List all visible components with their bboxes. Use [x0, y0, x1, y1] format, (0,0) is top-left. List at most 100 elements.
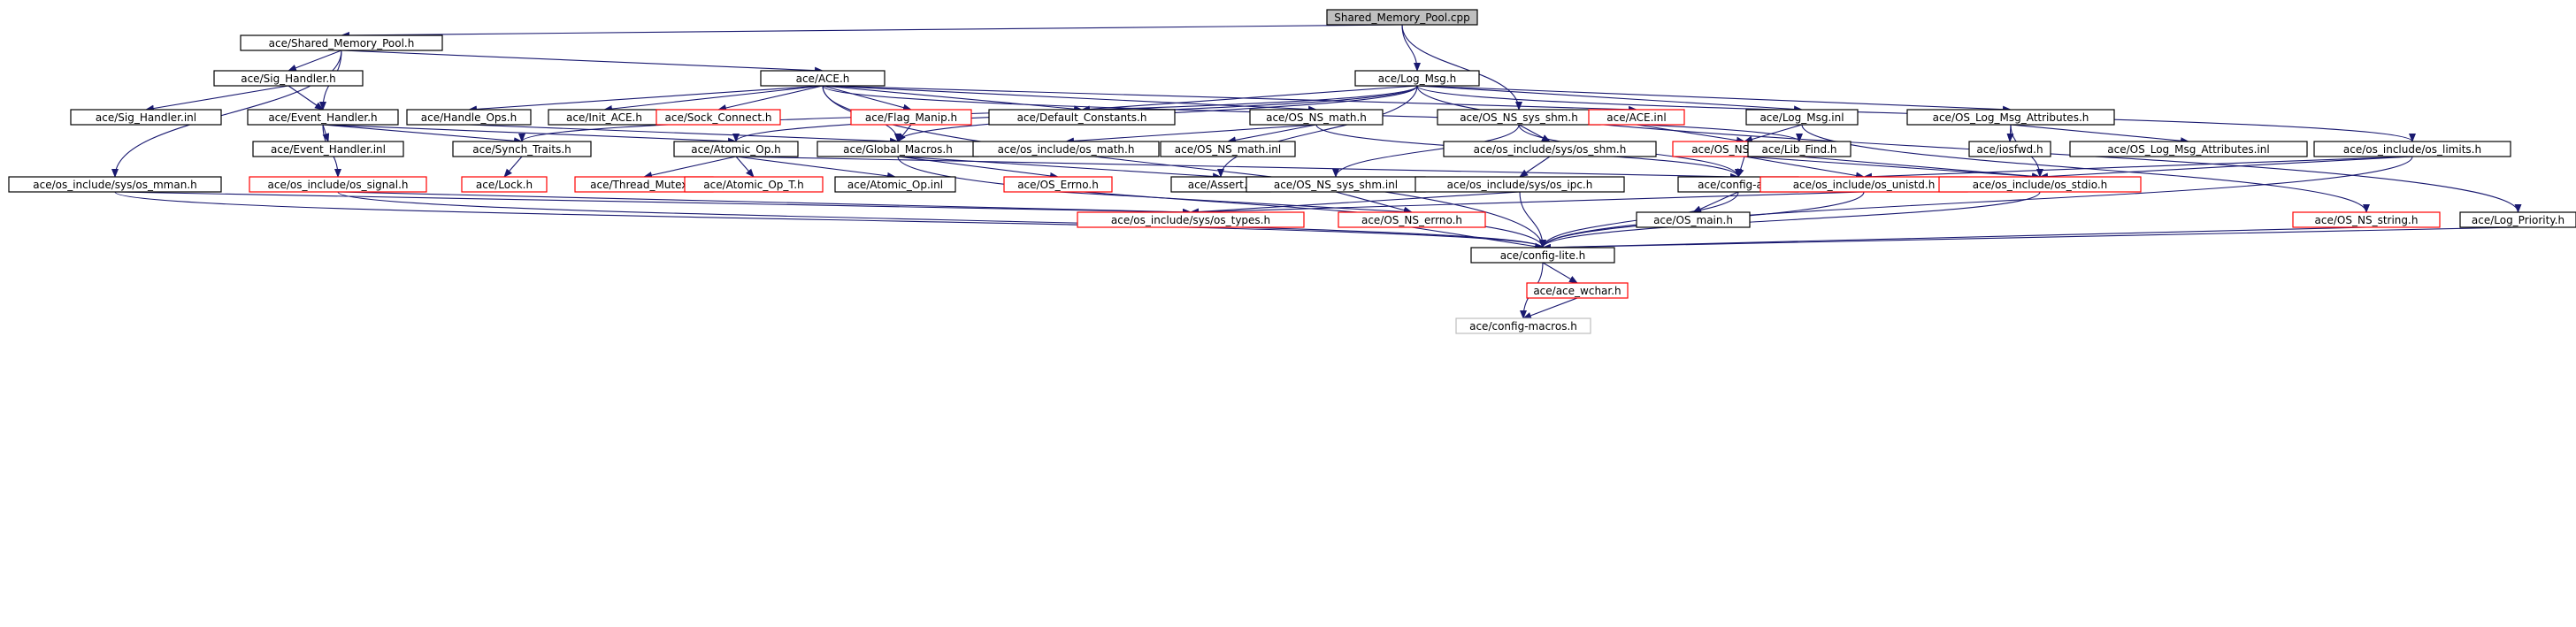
node-box — [461, 176, 548, 193]
node-box — [1326, 9, 1478, 26]
node-label: ace/OS_Errno.h — [1017, 179, 1099, 191]
node-atomicopinl[interactable]: ace/Atomic_Op.inl — [834, 176, 956, 193]
edge-root-to-osnssysshm — [1401, 24, 1522, 111]
edge-logmsg-to-oslogmsgattr — [1416, 85, 2012, 113]
node-box — [1455, 317, 1591, 334]
node-handleops[interactable]: ace/Handle_Ops.h — [406, 109, 532, 126]
node-osincunistd[interactable]: ace/os_include/os_unistd.h — [1760, 176, 1968, 193]
node-configlite[interactable]: ace/config-lite.h — [1470, 247, 1615, 264]
node-sigh[interactable]: ace/Sig_Handler.h — [213, 70, 364, 87]
node-sockconnect[interactable]: ace/Sock_Connect.h — [656, 109, 781, 126]
node-libfind[interactable]: ace/Lib_Find.h — [1747, 141, 1852, 157]
node-osincsystypes[interactable]: ace/os_include/sys/os_types.h — [1077, 211, 1305, 228]
edge-osnssysshm-to-osincsysshm — [1518, 124, 1551, 142]
node-box — [1636, 211, 1751, 228]
edge-osincunistd-to-osincsystypes — [1190, 191, 1865, 216]
node-label: ace/OS_NS_string.h — [2315, 214, 2419, 226]
edge-osnsunistd-to-configall — [1736, 156, 1745, 178]
node-osnsstring[interactable]: ace/OS_NS_string.h — [2292, 211, 2441, 228]
node-lock[interactable]: ace/Lock.h — [461, 176, 548, 193]
node-atomicop[interactable]: ace/Atomic_Op.h — [673, 141, 799, 157]
edge-smp-to-aceh — [341, 50, 824, 74]
node-label: ace/Handle_Ops.h — [421, 111, 517, 124]
edge-osnssysshminl-to-osnserrno — [1335, 191, 1413, 214]
node-globalmacros[interactable]: ace/Global_Macros.h — [816, 141, 979, 157]
node-label: ace/Log_Priority.h — [2472, 214, 2564, 226]
node-label: ace/Atomic_Op.h — [691, 143, 781, 156]
node-iosfwd[interactable]: ace/iosfwd.h — [1968, 141, 2051, 157]
node-label: ace/OS_NS_sys_shm.inl — [1274, 179, 1398, 191]
node-label: ace/OS_main.h — [1653, 214, 1733, 226]
edge-aceh-to-osnsmath — [822, 85, 1317, 113]
node-logmsg[interactable]: ace/Log_Msg.h — [1354, 70, 1480, 87]
node-threadmutex[interactable]: ace/Thread_Mutex.h — [574, 176, 714, 193]
node-box — [1470, 247, 1615, 264]
node-osnssysshm[interactable]: ace/OS_NS_sys_shm.h — [1437, 109, 1601, 126]
edge-osincmman-to-osincsystypes — [114, 191, 1192, 216]
node-osincsysshm[interactable]: ace/os_include/sys/os_shm.h — [1443, 141, 1657, 157]
node-osinclimits[interactable]: ace/os_include/os_limits.h — [2313, 141, 2511, 157]
node-box — [1160, 141, 1296, 157]
edge-aceh-to-aceinl — [822, 85, 1637, 113]
node-box — [1938, 176, 2142, 193]
node-aceh[interactable]: ace/ACE.h — [760, 70, 886, 87]
node-osincstdio[interactable]: ace/os_include/os_stdio.h — [1938, 176, 2142, 193]
node-box — [252, 141, 404, 157]
node-osnsmath[interactable]: ace/OS_NS_math.h — [1249, 109, 1384, 126]
node-osincsysipc[interactable]: ace/os_include/sys/os_ipc.h — [1414, 176, 1625, 193]
node-defconst[interactable]: ace/Default_Constants.h — [988, 109, 1176, 126]
node-label: ace/os_include/os_unistd.h — [1793, 179, 1936, 191]
node-label: ace/iosfwd.h — [1976, 143, 2043, 156]
node-smp[interactable]: ace/Shared_Memory_Pool.h — [240, 34, 443, 51]
node-osincmath[interactable]: ace/os_include/os_math.h — [972, 141, 1160, 157]
node-box — [70, 109, 222, 126]
node-flagmanip[interactable]: ace/Flag_Manip.h — [850, 109, 972, 126]
edge-smp-to-sigh — [288, 50, 342, 72]
edge-configlite-to-acewchar — [1542, 262, 1578, 284]
edge-oslogmsgattr-to-oslogmsgattrinl — [2010, 124, 2189, 145]
node-box — [684, 176, 824, 193]
node-oserrno[interactable]: ace/OS_Errno.h — [1003, 176, 1113, 193]
node-logmsginl[interactable]: ace/Log_Msg.inl — [1745, 109, 1859, 126]
edge-aceh-to-initace — [603, 85, 824, 112]
node-label: ace/Assert.h — [1188, 179, 1254, 191]
node-configmacros[interactable]: ace/config-macros.h — [1455, 317, 1591, 334]
edge-osinclimits-to-configlite — [1539, 156, 2413, 249]
edge-osinclimits-to-osincstdio — [2039, 156, 2413, 180]
node-acewchar[interactable]: ace/ace_wchar.h — [1526, 282, 1629, 299]
node-box — [1354, 70, 1480, 87]
node-box — [656, 109, 781, 126]
node-initace[interactable]: ace/Init_ACE.h — [548, 109, 661, 126]
node-label: ace/Default_Constants.h — [1017, 111, 1147, 124]
node-oslogmsgattrinl[interactable]: ace/OS_Log_Msg_Attributes.inl — [2069, 141, 2308, 157]
edge-osincstdio-to-configlite — [1539, 191, 2041, 249]
node-oslogmsgattr[interactable]: ace/OS_Log_Msg_Attributes.h — [1906, 109, 2115, 126]
node-osnsmathinl[interactable]: ace/OS_NS_math.inl — [1160, 141, 1296, 157]
node-osnserrno[interactable]: ace/OS_NS_errno.h — [1338, 211, 1486, 228]
node-box — [834, 176, 956, 193]
node-osincmman[interactable]: ace/os_include/sys/os_mman.h — [8, 176, 222, 193]
node-osincsignal[interactable]: ace/os_include/os_signal.h — [249, 176, 427, 193]
node-box — [1338, 211, 1486, 228]
node-label: ace/Synch_Traits.h — [472, 143, 571, 156]
edge-layer — [111, 24, 2522, 319]
edge-aceh-to-flagmanip — [822, 85, 912, 111]
node-label: ace/config-lite.h — [1500, 249, 1586, 262]
node-evhinl[interactable]: ace/Event_Handler.inl — [252, 141, 404, 157]
node-label: ace/OS_Log_Msg_Attributes.inl — [2107, 143, 2269, 156]
node-aceinl[interactable]: ace/ACE.inl — [1588, 109, 1685, 126]
node-label: ace/Log_Msg.inl — [1760, 111, 1844, 124]
node-osmain[interactable]: ace/OS_main.h — [1636, 211, 1751, 228]
node-atomicopt[interactable]: ace/Atomic_Op_T.h — [684, 176, 824, 193]
node-box — [760, 70, 886, 87]
node-synchtraits[interactable]: ace/Synch_Traits.h — [452, 141, 592, 157]
node-sighinl[interactable]: ace/Sig_Handler.inl — [70, 109, 222, 126]
edge-globalmacros-to-assert — [897, 156, 1222, 180]
node-osnssysshminl[interactable]: ace/OS_NS_sys_shm.inl — [1246, 176, 1426, 193]
edge-osnsunistd-to-osincunistd — [1744, 156, 1865, 180]
node-label: ace/Atomic_Op.inl — [847, 179, 943, 191]
node-logpriority[interactable]: ace/Log_Priority.h — [2459, 211, 2576, 228]
node-box — [988, 109, 1176, 126]
node-evh[interactable]: ace/Event_Handler.h — [247, 109, 399, 126]
